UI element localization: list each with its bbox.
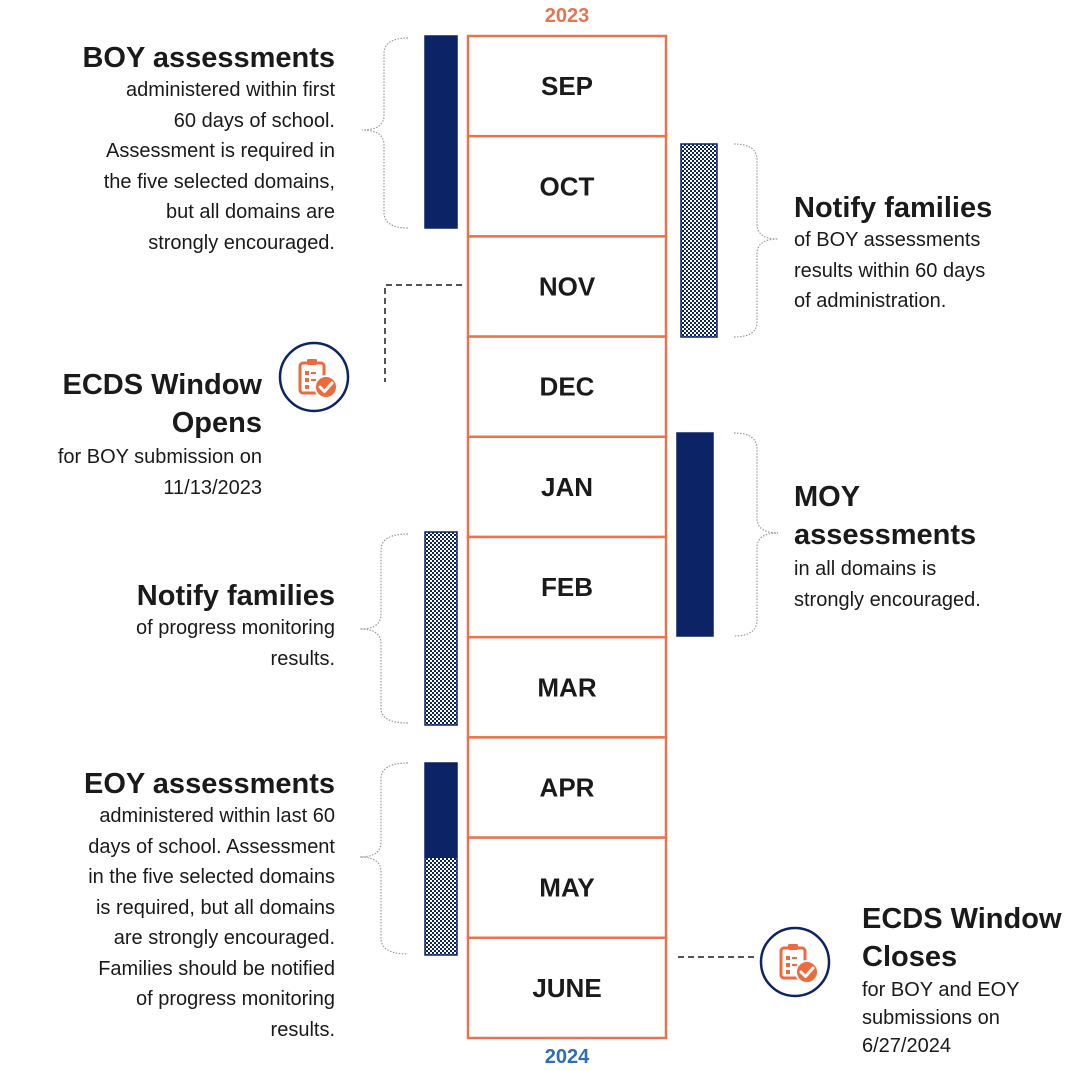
month-label-nov: NOV	[539, 272, 596, 302]
month-label-june: JUNE	[532, 973, 601, 1003]
boy-line: strongly encouraged.	[148, 231, 335, 254]
eoy-annotation: EOY assessments administered within last…	[0, 768, 335, 1045]
month-label-sep: SEP	[541, 71, 593, 101]
month-label-oct: OCT	[540, 171, 595, 201]
month-box-may	[466, 836, 668, 940]
boy-line: administered within first	[126, 79, 335, 101]
eoy-bracket	[359, 762, 409, 955]
notify-boy-annotation: Notify families of BOY assessments resul…	[794, 192, 1084, 317]
ecds-open-title: Opens	[171, 407, 262, 439]
clipboard-check-icon	[278, 341, 350, 413]
month-box-feb	[466, 535, 668, 639]
ecds-close-line: submissions on	[862, 1007, 1000, 1029]
month-box-apr	[466, 736, 668, 839]
notify-boy-bar	[680, 143, 718, 338]
eoy-line: days of school. Assessment	[88, 835, 335, 858]
month-box-oct	[466, 134, 668, 238]
moy-title: MOY	[794, 481, 861, 513]
eoy-line: Families should be notified	[98, 957, 335, 980]
notify-boy-line: results within 60 days	[794, 259, 986, 282]
moy-bracket	[733, 432, 779, 637]
year-end-label: 2024	[544, 1046, 590, 1068]
moy-bar	[676, 432, 714, 637]
eoy-line: are strongly encouraged.	[113, 927, 335, 949]
eoy-line: results.	[270, 1018, 335, 1041]
month-box-nov	[466, 235, 668, 338]
moy-line: strongly encouraged.	[794, 588, 981, 611]
boy-line: 60 days of school.	[173, 109, 335, 132]
ecds-close-title: ECDS Window	[862, 903, 1062, 935]
ecds-open-line: for BOY submission on	[57, 446, 262, 468]
notify-progress-line: results.	[270, 647, 335, 670]
notify-progress-bar	[424, 531, 458, 726]
ecds-close-line: 6/27/2024	[862, 1035, 951, 1057]
ecds-close-line: for BOY and EOY	[862, 979, 1020, 1001]
clipboard-check-icon	[759, 926, 831, 998]
eoy-line: administered within last 60	[99, 805, 335, 827]
notify-boy-line: of administration.	[794, 290, 947, 312]
eoy-bar-checker	[425, 858, 457, 955]
eoy-line: in the five selected domains	[88, 866, 335, 888]
ecds-open-connector	[384, 284, 462, 382]
boy-line: but all domains are	[166, 201, 335, 223]
boy-line: Assessment is required in	[106, 140, 335, 162]
moy-annotation: MOY assessments in all domains is strong…	[794, 478, 1084, 615]
ecds-open-title: ECDS Window	[62, 369, 262, 401]
boy-bar	[424, 35, 458, 229]
boy-title: BOY assessments	[82, 42, 335, 74]
eoy-bar-outline	[424, 762, 458, 956]
month-box-june	[466, 936, 668, 1040]
ecds-open-annotation: ECDS Window Opens for BOY submission on …	[0, 366, 262, 503]
year-start-label: 2023	[544, 5, 590, 27]
month-label-apr: APR	[540, 773, 595, 803]
boy-annotation: BOY assessments administered within firs…	[0, 42, 335, 258]
moy-line: in all domains is	[794, 558, 937, 580]
notify-progress-annotation: Notify families of progress monitoring r…	[0, 580, 335, 674]
ecds-close-annotation: ECDS Window Closes for BOY and EOY submi…	[862, 900, 1090, 1060]
month-label-jan: JAN	[541, 472, 593, 502]
month-label-dec: DEC	[540, 372, 595, 402]
notify-progress-bracket	[359, 533, 409, 724]
ecds-open-line: 11/13/2023	[163, 476, 262, 499]
month-box-dec	[466, 335, 668, 439]
month-label-feb: FEB	[541, 572, 593, 602]
ecds-close-title: Closes	[862, 941, 958, 973]
month-column: SEP OCT NOV DEC JAN FEB MAR APR MAY JUNE	[466, 34, 668, 1040]
notify-progress-title: Notify families	[136, 580, 335, 612]
eoy-bar-solid	[425, 763, 457, 858]
eoy-title: EOY assessments	[84, 768, 335, 800]
month-label-may: MAY	[539, 873, 594, 903]
month-label-mar: MAR	[537, 672, 596, 702]
boy-bracket	[361, 37, 409, 229]
notify-progress-line: of progress monitoring	[136, 617, 335, 639]
eoy-line: of progress monitoring	[136, 988, 335, 1010]
notify-boy-bracket	[733, 143, 779, 338]
notify-boy-line: of BOY assessments	[794, 229, 981, 251]
notify-boy-title: Notify families	[794, 192, 993, 224]
month-box-mar	[466, 635, 668, 739]
moy-title: assessments	[794, 519, 977, 551]
month-box-sep	[466, 34, 668, 138]
boy-line: the five selected domains,	[103, 170, 335, 193]
eoy-line: is required, but all domains	[95, 896, 335, 919]
month-box-jan	[466, 435, 668, 539]
